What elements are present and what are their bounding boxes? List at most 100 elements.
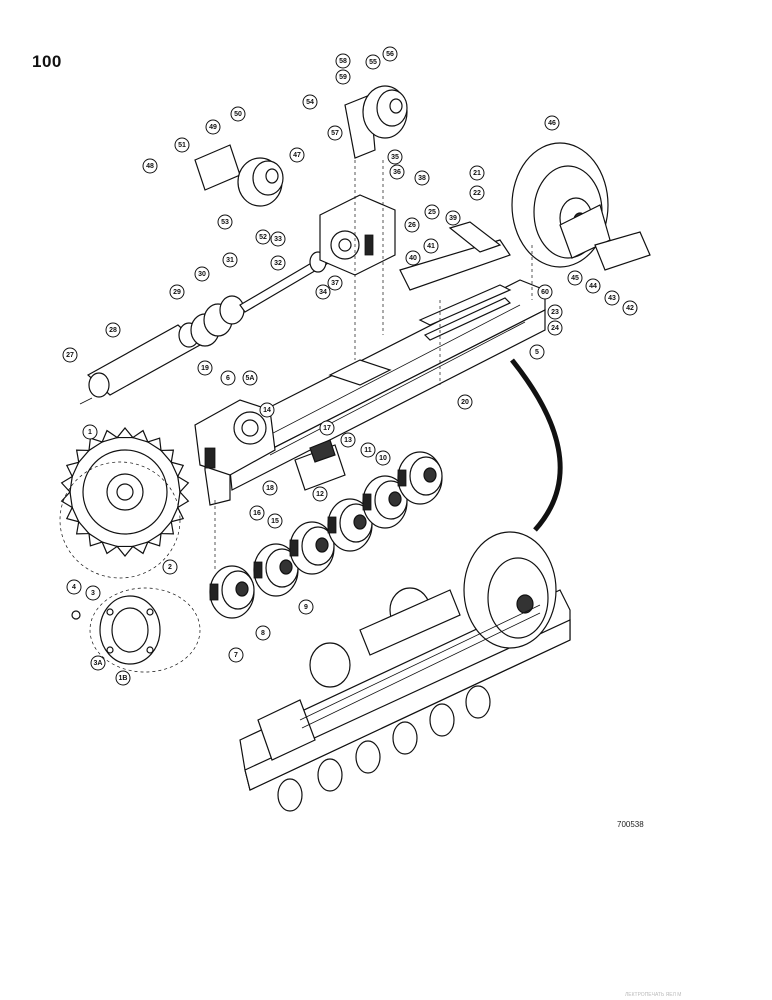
callout-23: 23 [547,304,563,320]
svg-text:54: 54 [306,99,314,106]
svg-text:38: 38 [418,175,426,182]
callout-54: 54 [302,94,318,110]
svg-text:23: 23 [551,309,559,316]
callout-12: 12 [312,486,328,502]
track-roller [209,565,255,619]
svg-text:10: 10 [379,455,387,462]
track-roller [289,521,335,575]
track-roller [362,475,408,529]
sprocket-tooth [176,475,190,494]
svg-text:8: 8 [261,630,265,637]
callout-59: 59 [335,69,351,85]
svg-text:12: 12 [316,491,324,498]
assembled-roller [317,758,343,792]
page-number: 100 [32,52,62,71]
callout-50: 50 [230,106,246,122]
callout-40: 40 [405,250,421,266]
callout-20: 20 [457,394,473,410]
svg-text:3A: 3A [94,660,103,667]
svg-text:42: 42 [626,305,634,312]
callout-43: 43 [604,290,620,306]
svg-text:26: 26 [408,222,416,229]
callout-1b: 1B [115,670,131,686]
svg-text:41: 41 [427,243,435,250]
sprocket-tooth [88,532,104,547]
sprocket-tooth [65,461,80,478]
carrier-roller-left [194,144,284,207]
svg-text:25: 25 [428,209,436,216]
callout-7: 7 [228,647,244,663]
svg-text:20: 20 [461,399,469,406]
sprocket-tooth [75,520,91,535]
callout-3: 3 [85,585,101,601]
callout-17: 17 [319,420,335,436]
svg-text:31: 31 [226,257,234,264]
sprocket-tooth [170,461,185,478]
scan-artifact-text: ЛЕКТРОПЕЧАТЬ ЯЕЛ М [625,992,682,998]
callout-41: 41 [423,238,439,254]
svg-text:59: 59 [339,74,347,81]
sprocket-tooth [60,475,74,494]
callout-10: 10 [375,450,391,466]
sprocket-tooth [75,449,91,464]
svg-text:21: 21 [473,170,481,177]
sprocket-tooth [115,545,135,557]
callout-4: 4 [66,579,82,595]
svg-text:51: 51 [178,142,186,149]
callout-2: 2 [162,559,178,575]
callout-34: 34 [315,284,331,300]
sprocket-tooth [65,506,80,523]
callout-49: 49 [205,119,221,135]
callout-39: 39 [445,210,461,226]
callout-60: 60 [537,284,553,300]
sprocket-tooth [176,490,190,509]
callout-1: 1 [82,424,98,440]
sprocket-tooth [131,429,149,443]
track-roller [253,543,299,597]
svg-text:45: 45 [571,275,579,282]
svg-text:57: 57 [331,130,339,137]
callout-13: 13 [340,432,356,448]
svg-text:55: 55 [369,59,377,66]
sprocket-tooth [101,429,119,443]
svg-text:58: 58 [339,58,347,65]
svg-text:1B: 1B [119,675,128,682]
callout-31: 31 [222,252,238,268]
guard-plate [594,231,651,271]
svg-text:37: 37 [331,280,339,287]
assembled-roller [429,703,455,737]
callout-30: 30 [194,266,210,282]
svg-text:34: 34 [319,289,327,296]
svg-text:16: 16 [253,510,261,517]
svg-text:48: 48 [146,163,154,170]
svg-text:36: 36 [393,169,401,176]
track-roller [327,498,373,552]
svg-text:5A: 5A [246,375,255,382]
callout-14: 14 [259,402,275,418]
sprocket-tooth [159,520,175,535]
svg-text:6: 6 [226,375,230,382]
callout-26: 26 [404,217,420,233]
svg-text:29: 29 [173,289,181,296]
callout-37: 37 [327,275,343,291]
callout-47: 47 [289,147,305,163]
callout-44: 44 [585,278,601,294]
svg-text:35: 35 [391,154,399,161]
svg-text:30: 30 [198,271,206,278]
callout-48: 48 [142,158,158,174]
hub-plate [71,587,201,673]
sprocket-tooth [115,427,135,439]
svg-text:18: 18 [266,485,274,492]
callout-53: 53 [217,214,233,230]
sprocket-tooth [146,532,162,547]
callout-57: 57 [327,125,343,141]
callout-32: 32 [270,255,286,271]
svg-text:3: 3 [91,590,95,597]
callout-35: 35 [387,149,403,165]
svg-text:43: 43 [608,295,616,302]
callout-22: 22 [469,185,485,201]
callout-24: 24 [547,320,563,336]
sprocket-tooth [60,490,74,509]
sprocket-tooth [101,541,119,555]
svg-text:28: 28 [109,327,117,334]
